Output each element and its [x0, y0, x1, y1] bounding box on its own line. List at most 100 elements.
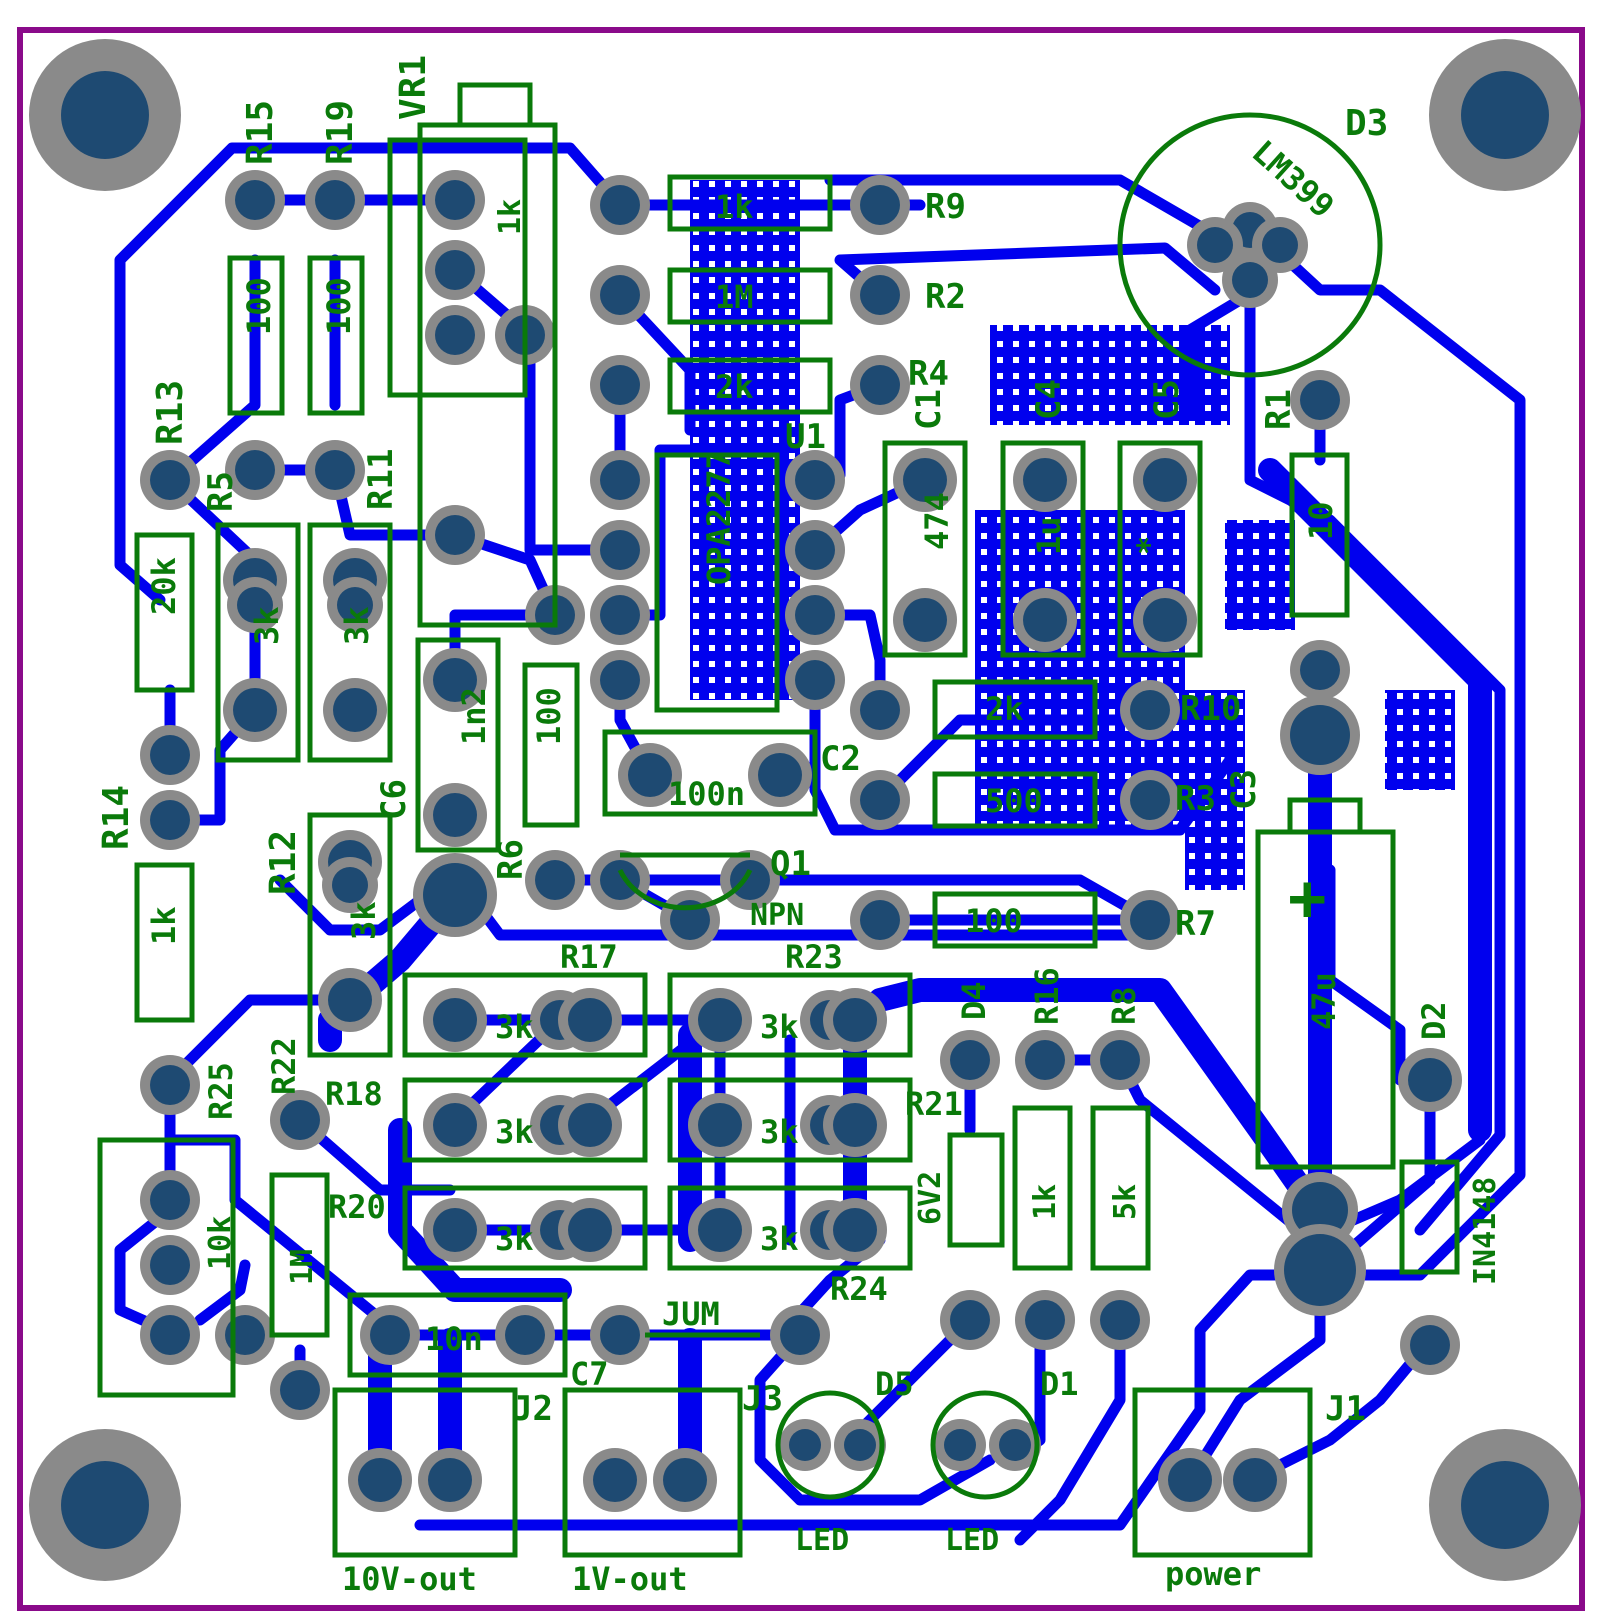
pad-drill — [333, 688, 377, 732]
silk-label-q1: Q1 — [770, 844, 811, 884]
silk-label-r6_val: 100 — [530, 687, 568, 745]
silk-label-u1: U1 — [785, 417, 826, 457]
pad-drill — [730, 860, 770, 900]
silk-label-c7: C7 — [570, 1355, 609, 1393]
silk-label-j2_val: 10V-out — [342, 1560, 477, 1598]
pad-drill — [150, 735, 190, 775]
silk-label-r20: R20 — [328, 1188, 386, 1226]
silk-label-r11_val: 3k — [338, 606, 376, 645]
pad-drill — [1292, 1182, 1348, 1238]
silk-label-r13_val: 20k — [145, 557, 183, 615]
pad-drill — [593, 1458, 637, 1502]
silk-label-u1_val: OPA2277 — [700, 450, 738, 585]
silk-label-r18: R18 — [325, 1075, 383, 1113]
pad-drill — [1100, 1040, 1140, 1080]
pad-drill — [1410, 1325, 1450, 1365]
pad-drill — [600, 860, 640, 900]
pad-drill — [332, 867, 368, 903]
silk-label-c7_val: 10n — [425, 1320, 483, 1358]
silk-label-c6: C6 — [374, 779, 414, 820]
pad-drill — [1300, 650, 1340, 690]
silk-label-d5: D5 — [875, 1365, 914, 1403]
pad-drill — [600, 660, 640, 700]
pad-drill — [370, 1315, 410, 1355]
pad-drill — [758, 753, 802, 797]
pad-drill — [237, 587, 273, 623]
silk-label-r_3k: 3k — [760, 1113, 799, 1151]
pad-drill — [315, 450, 355, 490]
pad-drill — [1025, 1040, 1065, 1080]
pad-drill — [433, 1103, 477, 1147]
silk-label-r21: R21 — [905, 1085, 963, 1123]
silk-label-d4_val: 6V2 — [913, 1171, 948, 1225]
silk-label-r3_val: 500 — [985, 782, 1043, 820]
silk-label-d1: D1 — [1040, 1365, 1079, 1403]
pad-drill — [833, 1208, 877, 1252]
silk-label-c4: C4 — [1029, 379, 1069, 420]
pad-drill — [999, 1429, 1031, 1461]
silk-label-d4: D4 — [955, 981, 993, 1020]
silk-label-r7: R7 — [1175, 904, 1216, 944]
pad-drill — [315, 180, 355, 220]
pad-drill — [1130, 780, 1170, 820]
pad-drill — [435, 515, 475, 555]
silk-label-vr1: VR1 — [393, 55, 434, 120]
silk-label-r1: R1 — [1259, 389, 1299, 430]
silk-label-r_3k: 3k — [495, 1008, 534, 1046]
silk-label-r2: R2 — [925, 277, 966, 317]
silkscreen-outlines — [97, 82, 1460, 1558]
silk-label-c2: C2 — [820, 739, 861, 779]
silk-label-d5_val: LED — [795, 1523, 849, 1558]
pad-drill — [328, 978, 372, 1022]
pad-drill — [280, 1100, 320, 1140]
pad-drill — [795, 595, 835, 635]
silk-label-r16_val: 1k — [1028, 1184, 1063, 1220]
silk-label-r25: R25 — [202, 1062, 240, 1120]
silk-label-j2: J2 — [512, 1389, 553, 1429]
silk-label-r4_val: 2k — [715, 368, 754, 406]
pad-drill — [1233, 1458, 1277, 1502]
pad-drill — [600, 460, 640, 500]
silk-label-r17: R17 — [560, 938, 618, 976]
pad-drill — [423, 863, 487, 927]
pad-drill — [600, 530, 640, 570]
pad-drill — [568, 1208, 612, 1252]
silk-label-r10: R10 — [1180, 689, 1241, 729]
silk-label-r5_val: 3k — [248, 606, 286, 645]
pad-drill — [1197, 227, 1233, 263]
pad-drill — [535, 860, 575, 900]
component-pads — [140, 170, 1462, 1512]
silk-label-r25_val: 10k — [203, 1216, 238, 1270]
silk-label-r_3k: 3k — [495, 1113, 534, 1151]
silk-label-r12: R12 — [263, 830, 304, 895]
silk-label-c6_val: 1n2 — [455, 687, 493, 745]
pad-drill — [358, 1458, 402, 1502]
silk-label-r8: R8 — [1105, 986, 1143, 1025]
pad-drill — [789, 1429, 821, 1461]
pad-drill — [600, 365, 640, 405]
pad-drill — [428, 1458, 472, 1502]
pad-drill — [1232, 262, 1268, 298]
pad-drill — [1300, 380, 1340, 420]
silk-label-r13: R13 — [150, 380, 191, 445]
board-outline — [17, 27, 1585, 1611]
silk-label-r19: R19 — [320, 100, 361, 165]
silk-label-c5_val: * — [1130, 536, 1168, 555]
pad-drill — [435, 180, 475, 220]
silk-label-r12_val: 3k — [345, 901, 383, 940]
silk-label-j3: J3 — [742, 1379, 783, 1419]
pad-drill — [1023, 458, 1067, 502]
pad-drill — [780, 1315, 820, 1355]
pad-drill — [833, 1103, 877, 1147]
pad-drill — [150, 1065, 190, 1105]
silk-label-d2: D2 — [1415, 1001, 1453, 1040]
pad-drill — [150, 460, 190, 500]
pad-drill — [433, 793, 477, 837]
silk-label-r24: R24 — [830, 1270, 888, 1308]
silk-label-c3_val: 47u — [1305, 972, 1343, 1030]
silk-label-r22: R22 — [265, 1037, 303, 1095]
pad-drill — [663, 1458, 707, 1502]
silk-label-r14: R14 — [96, 785, 137, 850]
pad-drill — [568, 998, 612, 1042]
pad-drill — [1025, 1300, 1065, 1340]
